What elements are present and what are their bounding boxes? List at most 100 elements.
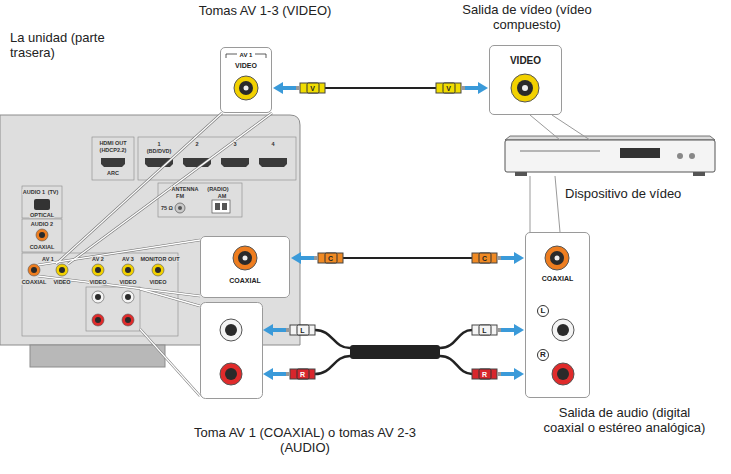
arrow-shaft [299,256,314,260]
zoom-ground [220,47,272,113]
plug-tag: C [324,253,337,264]
jack-hole [225,368,237,380]
panel-label: AV 1 [42,256,55,262]
callout-text: Tomas AV 1-3 (VIDEO) [180,3,350,18]
panel-label: 4 [271,141,275,147]
callout-tail [555,176,560,232]
jack-pin [244,86,249,91]
label-bracket [255,54,266,58]
coaxial-jack [545,246,569,270]
audio-jack-left [122,291,134,303]
callout-text: Salida de vídeo (vídeo compuesto) [462,2,592,32]
channel-marker: L [537,305,549,317]
jack-hole [59,267,65,273]
zoom-box: AV 1VIDEO [220,47,272,113]
jack-pin [522,85,528,91]
jack-label: COAXIAL [229,277,261,285]
video-jack [122,264,134,276]
channel-marker: R [537,349,549,361]
jack-label: COAXIAL [542,275,574,283]
zoom-box [201,303,263,399]
jack-hole [95,294,101,300]
device-button [689,153,695,159]
device-display [620,148,660,158]
video-jack [56,264,68,276]
panel-label: (BD/DVD) [146,148,172,154]
panel-label: VIDEO [53,279,71,285]
panel-label: AUDIO 1 [22,189,45,195]
optical-port [34,199,50,210]
plug-tag: R [478,369,491,380]
plug-pin [286,372,290,376]
jack-hole [557,368,569,380]
video-device [505,140,715,172]
panel-label: AM [217,193,227,199]
arrow-head [273,82,283,94]
jack-hole [517,80,533,96]
panel-label: 3 [233,141,237,147]
panel-label: 75 Ω [160,205,173,211]
panel-label: (HDCP2.2) [99,147,127,153]
plug-pin [497,256,501,260]
panel-label: MONITOR OUT [140,256,180,262]
arrow-head [291,252,301,264]
jack-pin [555,256,560,261]
cable-core [343,257,472,259]
arrow-shaft [501,256,516,260]
port-group [138,137,296,180]
panel-label: 1 [157,141,161,147]
arrow-head [514,252,524,264]
callout-tail [552,115,590,140]
arrow-shaft [501,328,516,332]
zoom-ground [489,45,562,115]
arrow-head [514,324,524,336]
port-group [22,253,178,336]
panel-label: VIDEO [89,279,107,285]
video-jack [511,74,539,102]
callout-text: Salida de audio (digital coaxial o estér… [537,405,712,435]
callout-tail [530,115,560,140]
leader-line [38,276,200,296]
arrow-shaft [271,328,286,332]
leader-line [140,329,200,396]
callout-tail [530,176,531,232]
port-group [158,183,242,217]
plug-tag: R [296,369,309,380]
arrow-head [263,324,273,336]
device-foot [515,172,527,176]
audio-jack-right [552,363,574,385]
rca-plug [318,253,343,263]
jack-hole [550,251,564,265]
audio-jack-right [220,363,242,385]
arrow-head [263,368,273,380]
plug-tag: L [296,325,309,336]
audio-jack-left [220,319,242,341]
port-group [22,186,62,218]
arrow-head [478,82,488,94]
leader-line [38,240,200,265]
fm-jack-pin [178,206,182,210]
jack-hole [225,324,237,336]
leader-line [38,240,200,265]
panel-label: AV 2 [92,256,105,262]
plug-tag: L [478,325,491,336]
rca-plug [472,369,497,379]
callout-text: Dispositivo de vídeo [565,186,715,201]
callout-text: La unidad (parte trasera) [10,30,150,60]
plug-pin [286,328,290,332]
jack-hole [239,81,253,95]
jack-hole [95,267,101,273]
leader-line [140,329,200,396]
disc-tray [520,151,600,152]
leader-line [38,276,200,296]
jack-label: AV 1 [240,52,253,59]
label-bracket [226,54,237,58]
jack-hole [238,251,252,265]
hdmi-port [101,158,125,167]
device-top [505,136,715,140]
jack-hole [125,294,131,300]
device-button [677,153,683,159]
jack-hole [155,267,161,273]
